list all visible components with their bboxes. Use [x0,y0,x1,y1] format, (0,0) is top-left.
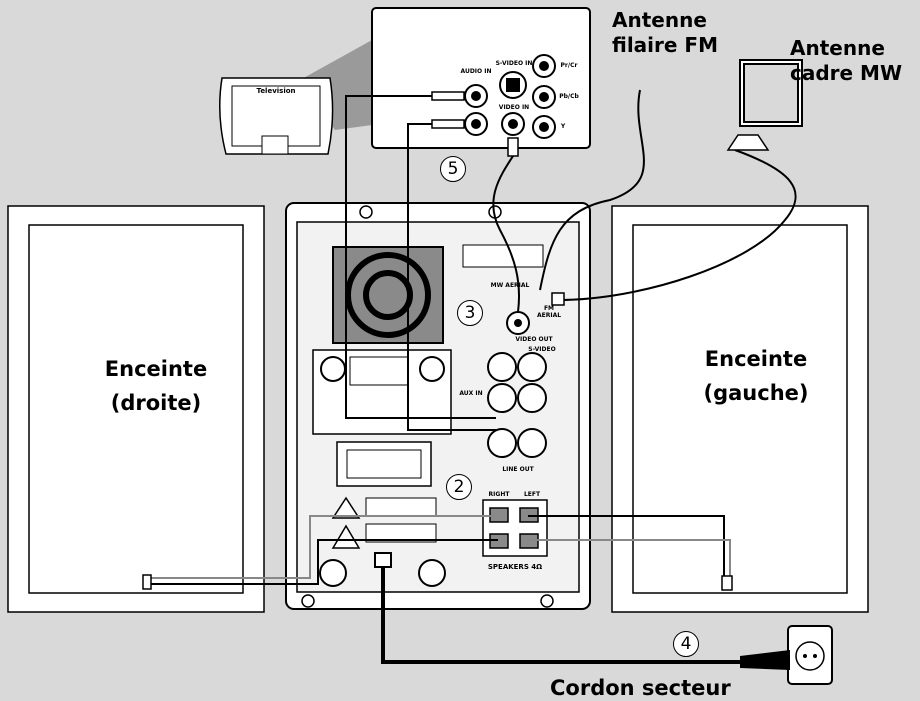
fm-aerial-label: FM AERIAL [536,305,562,319]
speaker-left-label: Enceinte (gauche) [703,347,809,405]
svideo-label: S-VIDEO [528,346,556,353]
tv-svideo-in-label: S-VIDEO IN [495,60,533,67]
step-2-badge: 2 [446,474,472,500]
aux-in-label: AUX IN [459,390,483,397]
main-unit [285,202,591,610]
wall-socket [787,625,833,685]
tv-rear-panel [371,7,591,149]
speaker-left-box [611,205,869,613]
step-5-badge: 4 [673,631,699,657]
power-cord-label: Cordon secteur [550,676,731,700]
tv-pr-label: Pr/Cr [560,62,578,69]
tv-jacks [464,54,556,139]
mw-antenna-label: Antenne cadre MW [790,36,903,85]
speaker-right-box [7,205,265,613]
video-out-label: VIDEO OUT [515,336,553,343]
tv-zoom-wedge [300,40,372,130]
left-terminal-label: LEFT [523,491,541,498]
speaker-right-label: Enceinte (droite) [104,357,208,415]
fan-grille [332,246,444,344]
mw-aerial-label: MW AERIAL [490,282,530,289]
tv-brand-label: Television [256,87,296,95]
television [219,77,334,155]
cables [148,89,797,664]
tv-pb-label: Pb/Cb [559,93,579,100]
step-4-badge: 5 [440,156,466,182]
step-3-badge: 3 [457,300,483,326]
mw-loop-antenna [726,59,803,151]
fm-antenna-label: Antenne filaire FM [612,8,718,57]
tv-video-in-label: VIDEO IN [498,104,530,111]
tv-audio-in-label: AUDIO IN [460,68,492,75]
power-plug [740,650,790,670]
tv-y-label: Y [560,123,566,130]
speakers-label: SPEAKERS 4Ω [487,563,543,571]
right-terminal-label: RIGHT [488,491,510,498]
line-out-label: LINE OUT [502,466,534,473]
